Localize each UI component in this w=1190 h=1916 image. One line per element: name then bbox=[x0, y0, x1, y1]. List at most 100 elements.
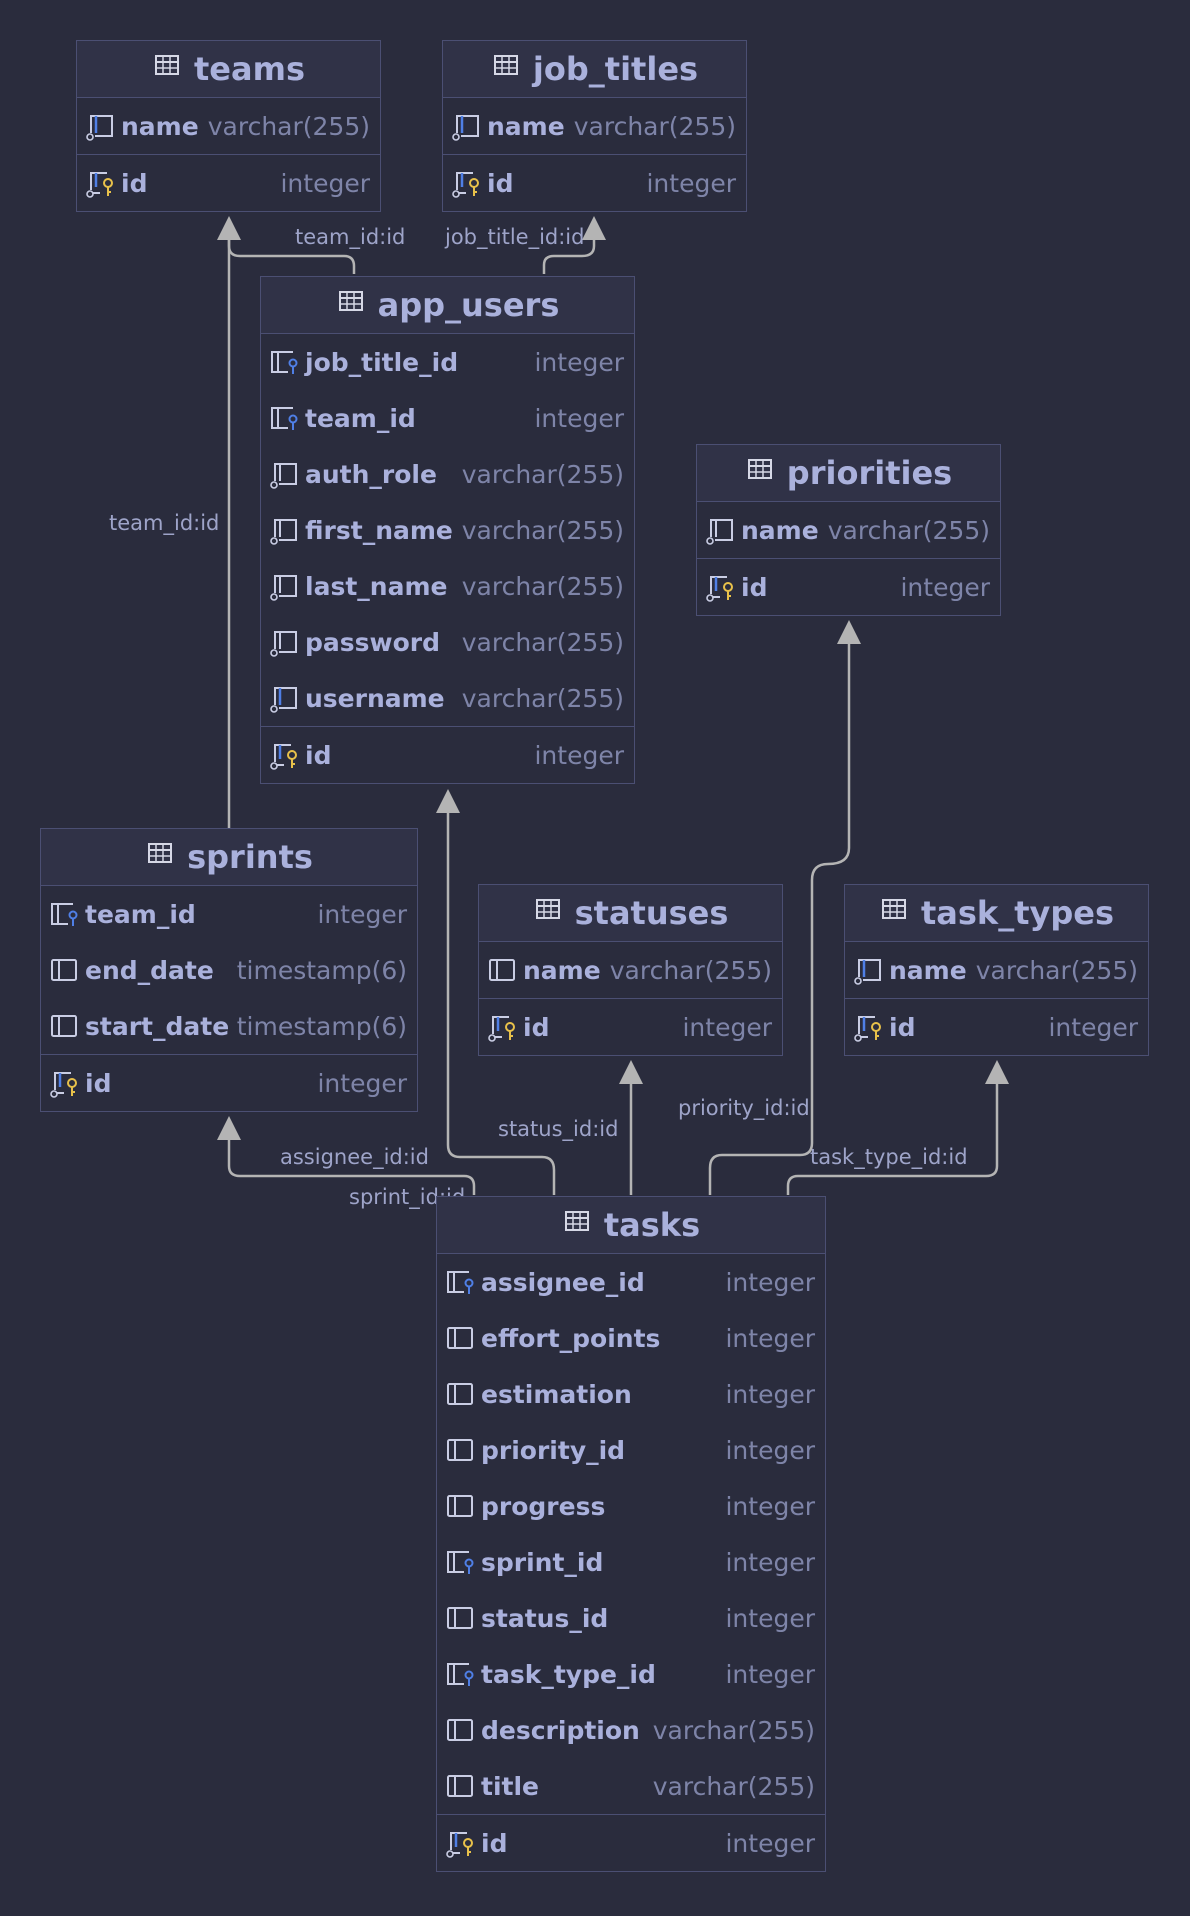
relation-label: team_id:id bbox=[109, 511, 220, 535]
column-name: name bbox=[741, 515, 819, 545]
relation-label: team_id:id bbox=[295, 225, 406, 249]
relation-label: assignee_id:id bbox=[280, 1145, 429, 1169]
column-type: varchar(255) bbox=[652, 1715, 815, 1745]
not-null-column-icon bbox=[269, 515, 299, 545]
column-name: auth_role bbox=[305, 459, 437, 489]
column-type: integer bbox=[900, 572, 990, 602]
column-type: varchar(255) bbox=[207, 111, 370, 141]
column-name: description bbox=[481, 1715, 640, 1745]
column-type: varchar(255) bbox=[461, 627, 624, 657]
table-icon bbox=[336, 286, 366, 324]
column-name: job_title_id bbox=[305, 347, 459, 377]
table-header[interactable]: app_users bbox=[261, 277, 634, 334]
foreign-key-icon bbox=[269, 403, 299, 433]
column-type: varchar(255) bbox=[461, 683, 624, 713]
column-name: id bbox=[121, 168, 148, 198]
not-null-column-icon bbox=[269, 459, 299, 489]
column-name: task_type_id bbox=[481, 1659, 656, 1689]
table-header[interactable]: tasks bbox=[437, 1197, 825, 1254]
column-row[interactable]: username varchar(255) bbox=[261, 670, 634, 726]
column-type: integer bbox=[534, 403, 624, 433]
relation-arrow-job-titles bbox=[582, 216, 606, 240]
column-type: integer bbox=[725, 1435, 815, 1465]
column-type: varchar(255) bbox=[975, 955, 1138, 985]
column-name: id bbox=[305, 740, 332, 770]
relation-line-app-users-job-titles bbox=[542, 235, 596, 274]
foreign-key-icon bbox=[269, 347, 299, 377]
column-name: priority_id bbox=[481, 1435, 626, 1465]
relation-label: job_title_id:id bbox=[445, 225, 585, 249]
relation-arrow-priorities bbox=[837, 620, 861, 644]
column-type: integer bbox=[725, 1547, 815, 1577]
table-icon bbox=[562, 1206, 592, 1244]
column-icon bbox=[49, 955, 79, 985]
table-header[interactable]: priorities bbox=[697, 445, 1000, 502]
relation-arrow-teams bbox=[217, 216, 241, 240]
column-name: assignee_id bbox=[481, 1267, 645, 1297]
table-header[interactable]: sprints bbox=[41, 829, 417, 886]
column-name: status_id bbox=[481, 1603, 609, 1633]
column-row[interactable]: description varchar(255) bbox=[437, 1702, 825, 1758]
column-name: username bbox=[305, 683, 445, 713]
table-header[interactable]: job_titles bbox=[443, 41, 746, 98]
relation-arrow-statuses bbox=[619, 1060, 643, 1084]
relation-line-tasks-task-types bbox=[786, 1080, 999, 1195]
column-type: varchar(255) bbox=[461, 515, 624, 545]
relation-arrow-sprints bbox=[217, 1116, 241, 1140]
column-name: id bbox=[889, 1012, 916, 1042]
foreign-key-icon bbox=[445, 1267, 475, 1297]
table-header[interactable]: teams bbox=[77, 41, 380, 98]
column-name: id bbox=[481, 1828, 508, 1858]
column-icon bbox=[445, 1323, 475, 1353]
column-row[interactable]: priority_id integer bbox=[437, 1422, 825, 1478]
table-title: statuses bbox=[574, 894, 729, 932]
table-header[interactable]: task_types bbox=[845, 885, 1148, 942]
column-type: varchar(255) bbox=[461, 571, 624, 601]
relation-label: task_type_id:id bbox=[810, 1145, 968, 1169]
table-header[interactable]: statuses bbox=[479, 885, 782, 942]
table-title: tasks bbox=[603, 1206, 701, 1244]
column-icon bbox=[487, 955, 517, 985]
column-name: team_id bbox=[85, 899, 196, 929]
table-title: job_titles bbox=[532, 50, 699, 88]
not-null-column-icon bbox=[705, 515, 735, 545]
